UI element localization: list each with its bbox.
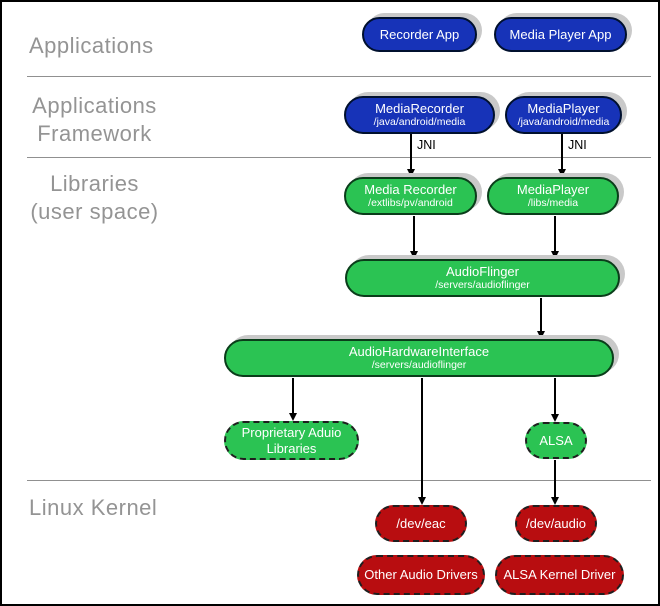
divider-applications bbox=[27, 76, 651, 77]
box-audioflinger: AudioFlinger /servers/audioflinger bbox=[345, 259, 620, 297]
divider-framework bbox=[27, 157, 651, 158]
section-label-text: Applications bbox=[29, 33, 154, 58]
box-mediarecorder-framework: MediaRecorder /java/android/media bbox=[344, 96, 495, 134]
section-label-applications: Applications bbox=[29, 32, 154, 60]
box-title-line2: Libraries bbox=[266, 440, 317, 456]
connector-ahi-proprietary bbox=[292, 378, 294, 414]
box-title: ALSA Kernel Driver bbox=[503, 567, 616, 583]
box-title: MediaRecorder bbox=[375, 101, 464, 117]
jni-label-left: JNI bbox=[417, 138, 436, 152]
box-title: AudioHardwareInterface bbox=[348, 344, 490, 360]
arrowhead bbox=[551, 251, 559, 259]
connector-mediarecorder-audioflinger bbox=[413, 216, 415, 252]
arrowhead bbox=[537, 331, 545, 339]
box-subtitle: /servers/audioflinger bbox=[435, 279, 530, 292]
box-subtitle: /extlibs/pv/android bbox=[368, 197, 453, 210]
box-dev-audio: /dev/audio bbox=[515, 505, 597, 542]
section-label-linux-kernel: Linux Kernel bbox=[29, 494, 157, 522]
box-title: Other Audio Drivers bbox=[364, 567, 478, 583]
connector-jni-right bbox=[561, 134, 563, 170]
connector-jni-left bbox=[410, 134, 412, 170]
box-alsa-kernel-driver: ALSA Kernel Driver bbox=[495, 555, 624, 595]
connector-mediaplayer-audioflinger bbox=[554, 216, 556, 252]
section-label-applications-framework: Applications Framework bbox=[22, 92, 167, 148]
box-subtitle: /servers/audioflinger bbox=[371, 359, 467, 372]
arrowhead bbox=[289, 413, 297, 421]
box-title: Media Recorder bbox=[364, 182, 457, 198]
section-label-text: Applications bbox=[32, 93, 157, 118]
box-subtitle: /libs/media bbox=[527, 197, 579, 210]
box-other-audio-drivers: Other Audio Drivers bbox=[357, 555, 485, 595]
box-recorder-app: Recorder App bbox=[362, 17, 477, 52]
box-mediaplayer-framework: MediaPlayer /java/android/media bbox=[505, 96, 622, 134]
connector-alsa-dev-audio bbox=[554, 460, 556, 498]
section-label-text: Libraries bbox=[50, 171, 139, 196]
section-label-libraries: Libraries (user space) bbox=[17, 170, 172, 226]
box-title: /dev/eac bbox=[396, 515, 446, 531]
box-title: /dev/audio bbox=[526, 515, 586, 531]
arrowhead bbox=[558, 169, 566, 177]
arrowhead bbox=[410, 251, 418, 259]
section-label-text: Linux Kernel bbox=[29, 495, 158, 520]
jni-label-right: JNI bbox=[568, 138, 587, 152]
box-alsa: ALSA bbox=[525, 422, 587, 459]
connector-ahi-alsa bbox=[554, 378, 556, 415]
arrowhead bbox=[551, 414, 559, 422]
box-title: MediaPlayer bbox=[516, 182, 590, 198]
arrowhead bbox=[551, 497, 559, 505]
connector-ahi-dev-eac bbox=[421, 378, 423, 498]
connector-audioflinger-ahi bbox=[540, 298, 542, 332]
box-proprietary-audio-libraries: Proprietary Aduio Libraries bbox=[224, 421, 359, 460]
box-dev-eac: /dev/eac bbox=[375, 505, 467, 542]
box-title: AudioFlinger bbox=[446, 264, 519, 280]
box-subtitle: /java/android/media bbox=[373, 116, 466, 129]
box-title: Recorder App bbox=[379, 26, 460, 42]
section-label-text: Framework bbox=[37, 121, 152, 146]
divider-kernel bbox=[27, 480, 651, 481]
arrowhead bbox=[407, 169, 415, 177]
box-audiohardwareinterface: AudioHardwareInterface /servers/audiofli… bbox=[224, 339, 614, 377]
section-label-text: (user space) bbox=[30, 199, 159, 224]
box-title: Media Player App bbox=[509, 26, 612, 42]
box-media-recorder-lib: Media Recorder /extlibs/pv/android bbox=[344, 177, 477, 215]
box-subtitle: /java/android/media bbox=[517, 116, 610, 129]
box-mediaplayer-lib: MediaPlayer /libs/media bbox=[487, 177, 619, 215]
box-title-line1: Proprietary Aduio bbox=[241, 425, 342, 441]
box-title: ALSA bbox=[539, 432, 573, 448]
box-media-player-app: Media Player App bbox=[494, 17, 627, 52]
box-title: MediaPlayer bbox=[527, 101, 600, 117]
arrowhead bbox=[418, 497, 426, 505]
